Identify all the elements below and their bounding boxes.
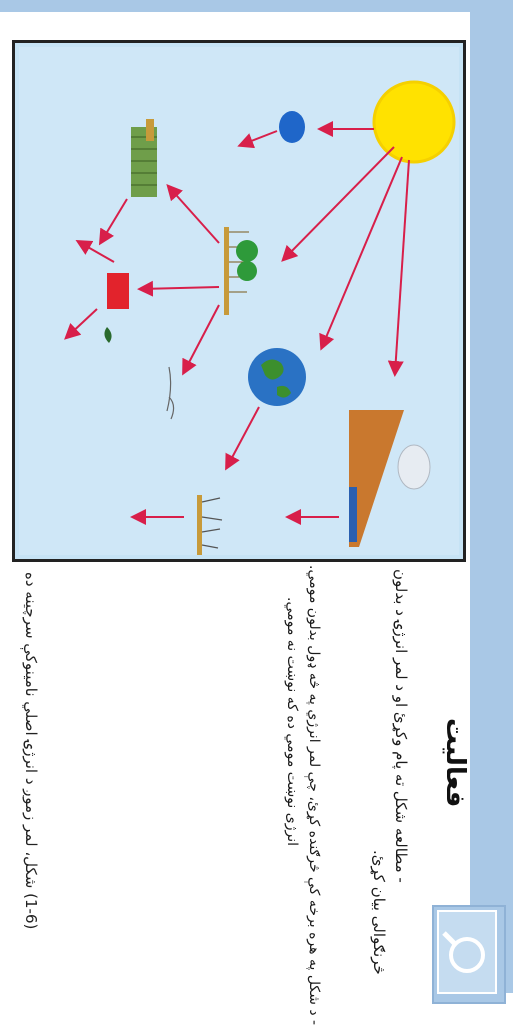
activity-line-3: - د شکل په هره برخه کې څرګنده کړئ، چې لم… [306,565,322,1025]
tree-icon [236,240,258,262]
grass-plot-icon [197,495,202,555]
animal-sketch-icon [167,367,174,419]
page: فعالیت - مطالعه شکل ته پام وکړئ او د لمر… [0,0,513,993]
red-object-icon [107,273,129,309]
activity-title: فعالیت [440,718,470,807]
content-panel: فعالیت - مطالعه شکل ته پام وکړئ او د لمر… [0,12,470,993]
energy-diagram [12,40,466,562]
activity-icon [432,905,506,1004]
diagram-background [19,47,459,555]
plant-cluster-icon [131,119,157,197]
top-border [0,0,513,12]
tree-ground [224,227,229,315]
sun-icon [374,82,454,162]
activity-line-4: انرژی نوښت مومي ده که نوښت نه مومي. [284,597,300,846]
figure-caption: (1-6) شکل، لمر زموږ د انرژۍ اصلي نامینوک… [22,572,40,929]
energy-flow-svg [19,47,459,555]
activity-line-2: څرنګوالی بیان کړئ. [370,850,388,975]
activity-line-1: - مطالعه شکل ته پام وکړئ او د لمر انرژۍ … [392,569,410,883]
right-border [470,0,513,993]
magnifier-icon [434,907,500,997]
planet-icon [279,111,305,143]
cliff-icon [349,410,404,547]
